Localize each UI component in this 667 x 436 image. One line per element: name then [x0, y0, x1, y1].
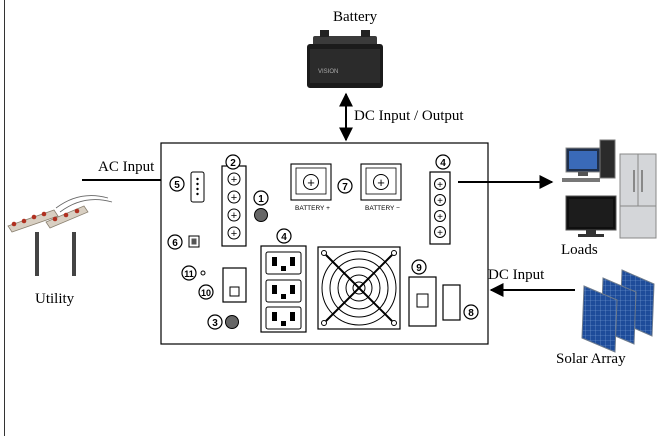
marker-2: 2 [225, 154, 241, 170]
cooling-fan [317, 246, 401, 330]
marker-4-outlets: 4 [276, 228, 292, 244]
svg-text:5: 5 [174, 180, 180, 191]
svg-text:+: + [437, 180, 443, 191]
utility-poles-icon [7, 195, 113, 276]
marker-4-right: 4 [435, 154, 451, 170]
svg-text:+: + [437, 212, 443, 223]
svg-text:10: 10 [201, 288, 211, 298]
svg-text:+: + [377, 175, 385, 190]
terminal-minus-label: BATTERY − [365, 205, 400, 212]
solar-array-label: Solar Array [556, 351, 626, 367]
loads-label: Loads [561, 242, 598, 258]
marker-6: 6 [167, 234, 183, 250]
marker-7: 7 [337, 178, 353, 194]
power-switch [222, 267, 247, 303]
svg-text:+: + [231, 228, 237, 240]
marker-1: 1 [253, 190, 269, 206]
marker-10: 10 [198, 284, 214, 300]
marker-5: 5 [169, 176, 185, 192]
ac-input-label: AC Input [98, 159, 155, 175]
ac-outlets [260, 245, 307, 333]
svg-text:8: 8 [468, 308, 474, 319]
reset-knob [225, 315, 239, 329]
svg-text:+: + [231, 192, 237, 204]
television-icon [565, 195, 617, 237]
svg-text:6: 6 [172, 238, 178, 249]
marker-11: 11 [181, 265, 197, 281]
svg-text:1: 1 [258, 194, 264, 205]
output-terminal-block: + + + + [429, 171, 451, 245]
battery-terminal-plus: + [290, 163, 332, 201]
svg-text:+: + [437, 228, 443, 239]
svg-text:11: 11 [184, 269, 194, 279]
svg-text:+: + [231, 210, 237, 222]
svg-text:2: 2 [230, 158, 236, 169]
pv-connector [442, 284, 461, 321]
battery-brand: VISION [318, 69, 338, 75]
breaker-knob [254, 208, 268, 222]
terminal-plus-label: BATTERY + [295, 205, 330, 212]
battery-icon: VISION [307, 30, 383, 88]
solar-array-icon [581, 269, 655, 353]
dc-io-label: DC Input / Output [354, 108, 464, 124]
svg-text:+: + [437, 196, 443, 207]
svg-text:7: 7 [342, 182, 348, 193]
svg-text:9: 9 [416, 263, 422, 274]
svg-text:+: + [307, 175, 315, 190]
serial-port [190, 171, 205, 203]
battery-terminal-minus: + [360, 163, 402, 201]
marker-8: 8 [463, 304, 479, 320]
svg-text:4: 4 [281, 232, 287, 243]
computer-icon [562, 139, 616, 182]
dc-input-label: DC Input [488, 267, 545, 283]
marker-3: 3 [207, 314, 223, 330]
svg-text:4: 4 [440, 158, 446, 169]
indicator-light [200, 270, 206, 276]
refrigerator-icon [619, 153, 657, 239]
frame-border-left [4, 0, 5, 436]
svg-text:+: + [231, 174, 237, 186]
battery-label: Battery [333, 9, 378, 25]
svg-text:3: 3 [212, 318, 218, 329]
utility-label: Utility [35, 291, 75, 307]
ac-terminal-block: + + + + [221, 165, 247, 247]
marker-9: 9 [411, 259, 427, 275]
